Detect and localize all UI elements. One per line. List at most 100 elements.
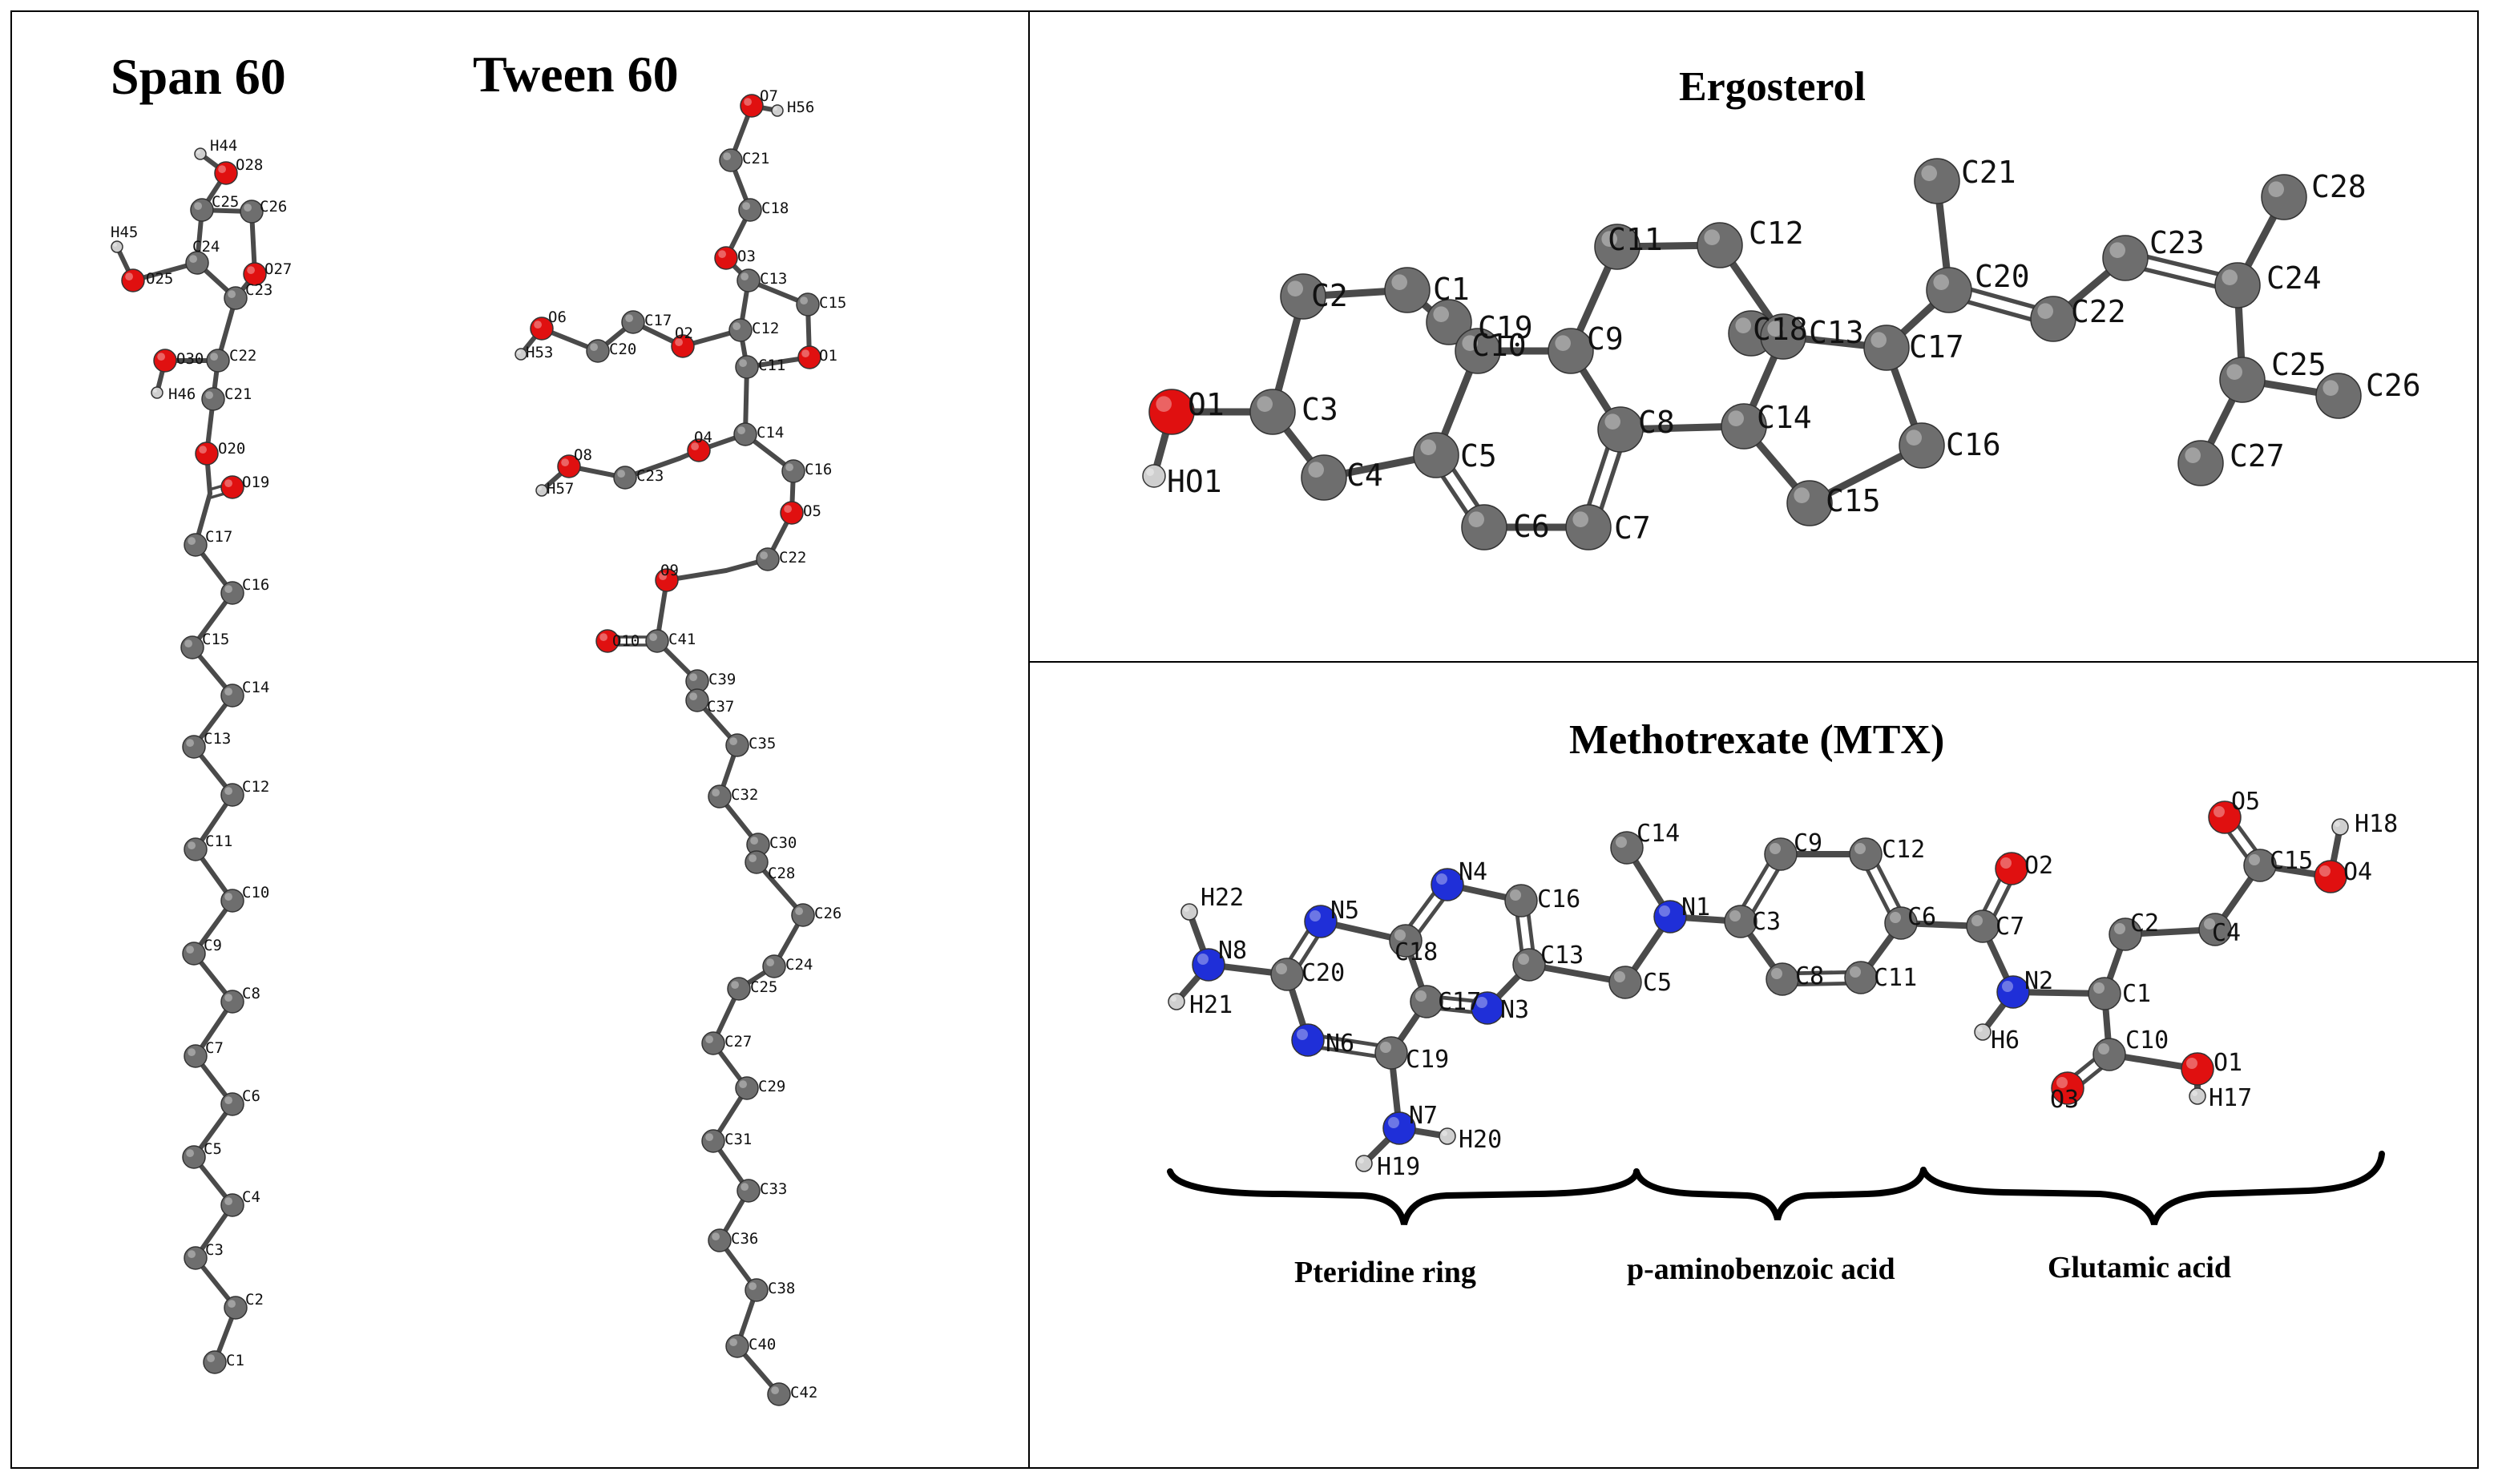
atom-n6 <box>1291 1023 1325 1057</box>
atom-c17 <box>1863 325 1910 371</box>
atom-c1 <box>1384 267 1431 313</box>
atom-o3 <box>2051 1071 2084 1105</box>
atom-label-o10: O10 <box>612 632 640 650</box>
atom-highlight <box>2204 918 2215 930</box>
atom-highlight <box>1890 912 1901 923</box>
atom-c28 <box>745 850 769 874</box>
atom-highlight <box>1433 306 1449 323</box>
atom-label-h6: H6 <box>1991 1026 2020 1055</box>
atom-ho1 <box>1142 464 1166 488</box>
atom-highlight <box>800 296 808 304</box>
atom-c2 <box>1280 273 1326 320</box>
atom-label-c21: C21 <box>224 385 252 403</box>
atom-highlight <box>189 255 198 263</box>
atom-label-c9: C9 <box>204 937 222 954</box>
span60-title: Span 60 <box>111 48 286 105</box>
atom-label-c14: C14 <box>757 424 784 442</box>
atom-highlight <box>749 854 757 862</box>
atom-highlight <box>2000 857 2012 869</box>
atom-highlight <box>2249 854 2260 865</box>
atom-label-c15: C15 <box>2270 847 2313 875</box>
mtx-mol-bonds <box>1173 812 2343 1167</box>
atom-h53 <box>515 348 527 361</box>
atom-h6 <box>1974 1023 1992 1041</box>
atom-c17 <box>1410 985 1443 1018</box>
atom-label-o5: O5 <box>803 502 821 520</box>
atom-highlight <box>113 243 117 247</box>
atom-label-n4: N4 <box>1459 858 1487 886</box>
atom-c42 <box>767 1382 791 1406</box>
atom-label-h19: H19 <box>1377 1153 1420 1181</box>
atom-highlight <box>2037 303 2053 320</box>
atom-label-o1: O1 <box>2214 1049 2242 1077</box>
atom-highlight <box>224 994 232 1002</box>
atom-highlight <box>186 946 195 954</box>
atom-c26 <box>240 200 264 224</box>
atom-c16 <box>1899 422 1945 469</box>
atom-label-h20: H20 <box>1459 1126 1502 1154</box>
atom-h46 <box>151 386 163 399</box>
atom-highlight <box>1436 873 1447 885</box>
atom-c17 <box>621 310 645 334</box>
atom-c20 <box>1270 958 1304 991</box>
atom-highlight <box>801 349 809 357</box>
atom-label-o20: O20 <box>218 440 245 458</box>
atom-highlight <box>732 322 741 330</box>
atom-highlight <box>2319 865 2331 877</box>
atom-label-c15: C15 <box>819 294 846 312</box>
atom-label-c8: C8 <box>242 985 260 1002</box>
atom-highlight <box>224 1096 232 1104</box>
atom-highlight <box>1614 971 1625 982</box>
atom-highlight <box>1771 968 1782 979</box>
atom-label-c11: C11 <box>205 833 232 850</box>
atom-highlight <box>737 426 745 434</box>
atom-label-c8: C8 <box>1638 405 1675 440</box>
atom-highlight <box>1704 229 1720 246</box>
atom-highlight <box>247 266 255 274</box>
atom-label-c1: C1 <box>226 1352 244 1369</box>
atom-label-c14: C14 <box>1636 820 1680 848</box>
atom-highlight <box>1287 280 1303 297</box>
atom-c36 <box>708 1228 732 1252</box>
atom-c11 <box>735 355 759 379</box>
atom-highlight <box>625 314 633 322</box>
atom-c14 <box>220 684 244 708</box>
atom-c26 <box>791 903 815 927</box>
atom-c12 <box>1849 837 1883 871</box>
atom-highlight <box>1870 332 1887 349</box>
atom-n3 <box>1471 991 1504 1025</box>
atom-highlight <box>649 633 657 641</box>
atom-highlight <box>1735 317 1751 334</box>
atom-highlight <box>2192 1091 2197 1096</box>
atom-c3 <box>184 1246 208 1270</box>
mtx-mol-atoms <box>1168 800 2349 1172</box>
atom-h44 <box>194 147 207 160</box>
atom-label-c36: C36 <box>731 1230 758 1248</box>
atom-label-c22: C22 <box>229 347 256 365</box>
atom-c18 <box>738 198 762 222</box>
atom-label-c12: C12 <box>242 778 269 796</box>
atom-o1 <box>2181 1052 2214 1086</box>
group-braces <box>1167 1151 2385 1226</box>
atom-highlight <box>705 1133 713 1141</box>
atom-label-c8: C8 <box>1795 962 1824 990</box>
atom-highlight <box>1977 1026 1983 1032</box>
atom-highlight <box>534 321 542 329</box>
atom-c13 <box>182 735 206 759</box>
atom-highlight <box>1276 963 1287 974</box>
atom-label-c14: C14 <box>1757 400 1812 435</box>
atom-highlight <box>731 981 739 989</box>
atom-highlight <box>599 633 607 641</box>
atom-c35 <box>725 733 749 757</box>
glutamic-brace <box>1920 1151 2385 1226</box>
atom-c11 <box>1844 961 1878 994</box>
atom-highlight <box>1462 335 1478 352</box>
atom-label-c1: C1 <box>1433 272 1470 307</box>
atom-label-h44: H44 <box>210 137 237 155</box>
atom-h18 <box>2331 818 2349 836</box>
atom-label-n5: N5 <box>1330 897 1359 925</box>
atom-label-o28: O28 <box>236 156 263 174</box>
atom-label-c18: C18 <box>761 200 789 217</box>
atom-c11 <box>1594 224 1640 270</box>
